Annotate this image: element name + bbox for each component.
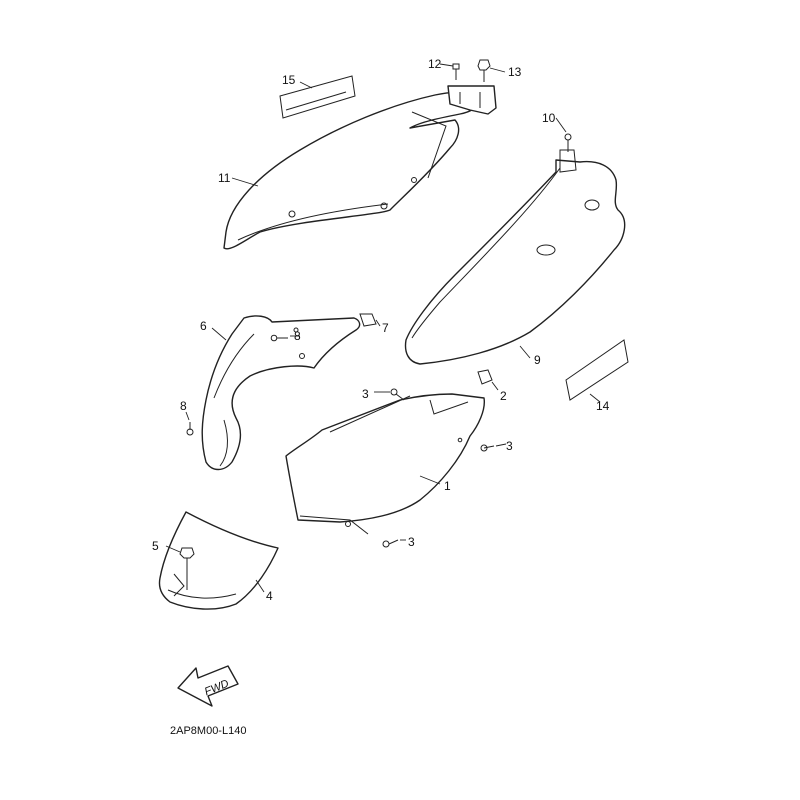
part-3-screw-a[interactable] xyxy=(390,388,405,401)
callout-8a: 8 xyxy=(294,329,301,343)
part-3-screw-b[interactable] xyxy=(480,444,495,452)
callout-11: 11 xyxy=(218,171,231,185)
part-8-screw-b[interactable] xyxy=(186,422,194,436)
callout-3a: 3 xyxy=(362,387,369,401)
part-15-label[interactable] xyxy=(279,75,356,119)
part-4-lower-cover[interactable] xyxy=(158,511,279,610)
callout-3b: 3 xyxy=(506,439,513,453)
callout-9: 9 xyxy=(534,353,541,367)
part-1-side-cover-lower[interactable] xyxy=(285,393,485,535)
part-3-screw-c[interactable] xyxy=(382,539,399,548)
callout-6: 6 xyxy=(200,319,207,333)
callout-15: 15 xyxy=(282,73,296,87)
bracket-mount xyxy=(447,85,497,115)
part-11-side-cover-upper[interactable] xyxy=(223,91,477,250)
callout-14: 14 xyxy=(596,399,610,413)
leader-lines xyxy=(165,63,601,593)
diagram-code: 2AP8M00-L140 xyxy=(170,725,246,737)
part-10-screw[interactable] xyxy=(564,133,572,152)
part-6-inner-panel[interactable] xyxy=(201,315,361,471)
part-12-screw[interactable] xyxy=(452,63,460,80)
callout-5: 5 xyxy=(152,539,159,553)
callout-1: 1 xyxy=(444,479,451,493)
callout-12: 12 xyxy=(428,57,442,71)
callout-2: 2 xyxy=(500,389,507,403)
callout-13: 13 xyxy=(508,65,522,79)
callout-7: 7 xyxy=(382,321,389,335)
part-13-bolt[interactable] xyxy=(477,59,491,82)
callout-8b: 8 xyxy=(180,399,187,413)
part-8-screw-a[interactable] xyxy=(270,334,288,342)
part-5-bolt[interactable] xyxy=(179,547,195,590)
part-2-clip[interactable] xyxy=(477,369,493,385)
fwd-arrow-icon: FWD xyxy=(177,665,239,707)
part-14-label[interactable] xyxy=(565,339,629,401)
part-9-side-cover-rear[interactable] xyxy=(404,149,626,365)
callout-3c: 3 xyxy=(408,535,415,549)
callout-4: 4 xyxy=(266,589,273,603)
callout-10: 10 xyxy=(542,111,556,125)
part-7-clip[interactable] xyxy=(359,313,377,327)
